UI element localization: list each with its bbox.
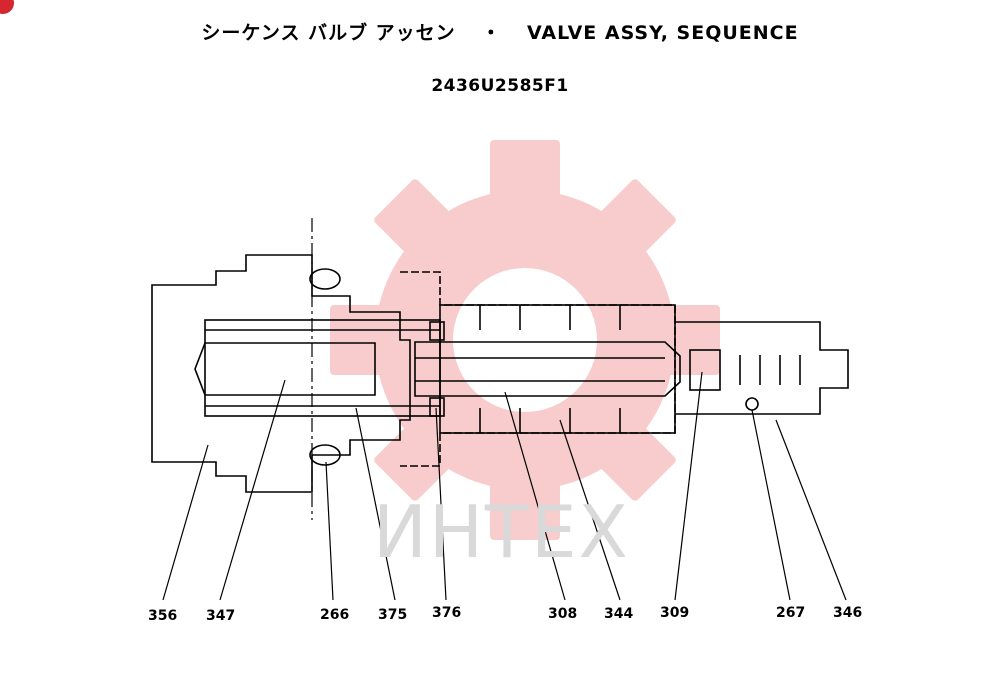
watermark-text: ИНТЕХ	[373, 490, 630, 574]
part-number: 2436U2585F1	[431, 76, 569, 96]
callout-309: 309	[660, 605, 690, 621]
corner-badge	[0, 0, 14, 14]
valve-outline	[151, 218, 849, 520]
gear-logo-icon	[330, 140, 720, 540]
title-english: VALVE ASSY, SEQUENCE	[526, 22, 799, 44]
callout-308: 308	[548, 606, 578, 622]
title-separator: ・	[481, 22, 502, 44]
title-japanese: シーケンス バルブ アッセン	[201, 22, 456, 44]
callout-375: 375	[378, 607, 408, 623]
callout-356: 356	[148, 608, 178, 624]
callout-344: 344	[604, 606, 634, 622]
callout-266: 266	[320, 607, 350, 623]
callout-376: 376	[432, 605, 462, 621]
callout-267: 267	[776, 605, 806, 621]
callout-346: 346	[833, 605, 863, 621]
leader-lines	[162, 371, 847, 601]
page-title: シーケンス バルブ アッセン ・ VALVE ASSY, SEQUENCE	[0, 18, 1000, 45]
callout-347: 347	[206, 608, 236, 624]
